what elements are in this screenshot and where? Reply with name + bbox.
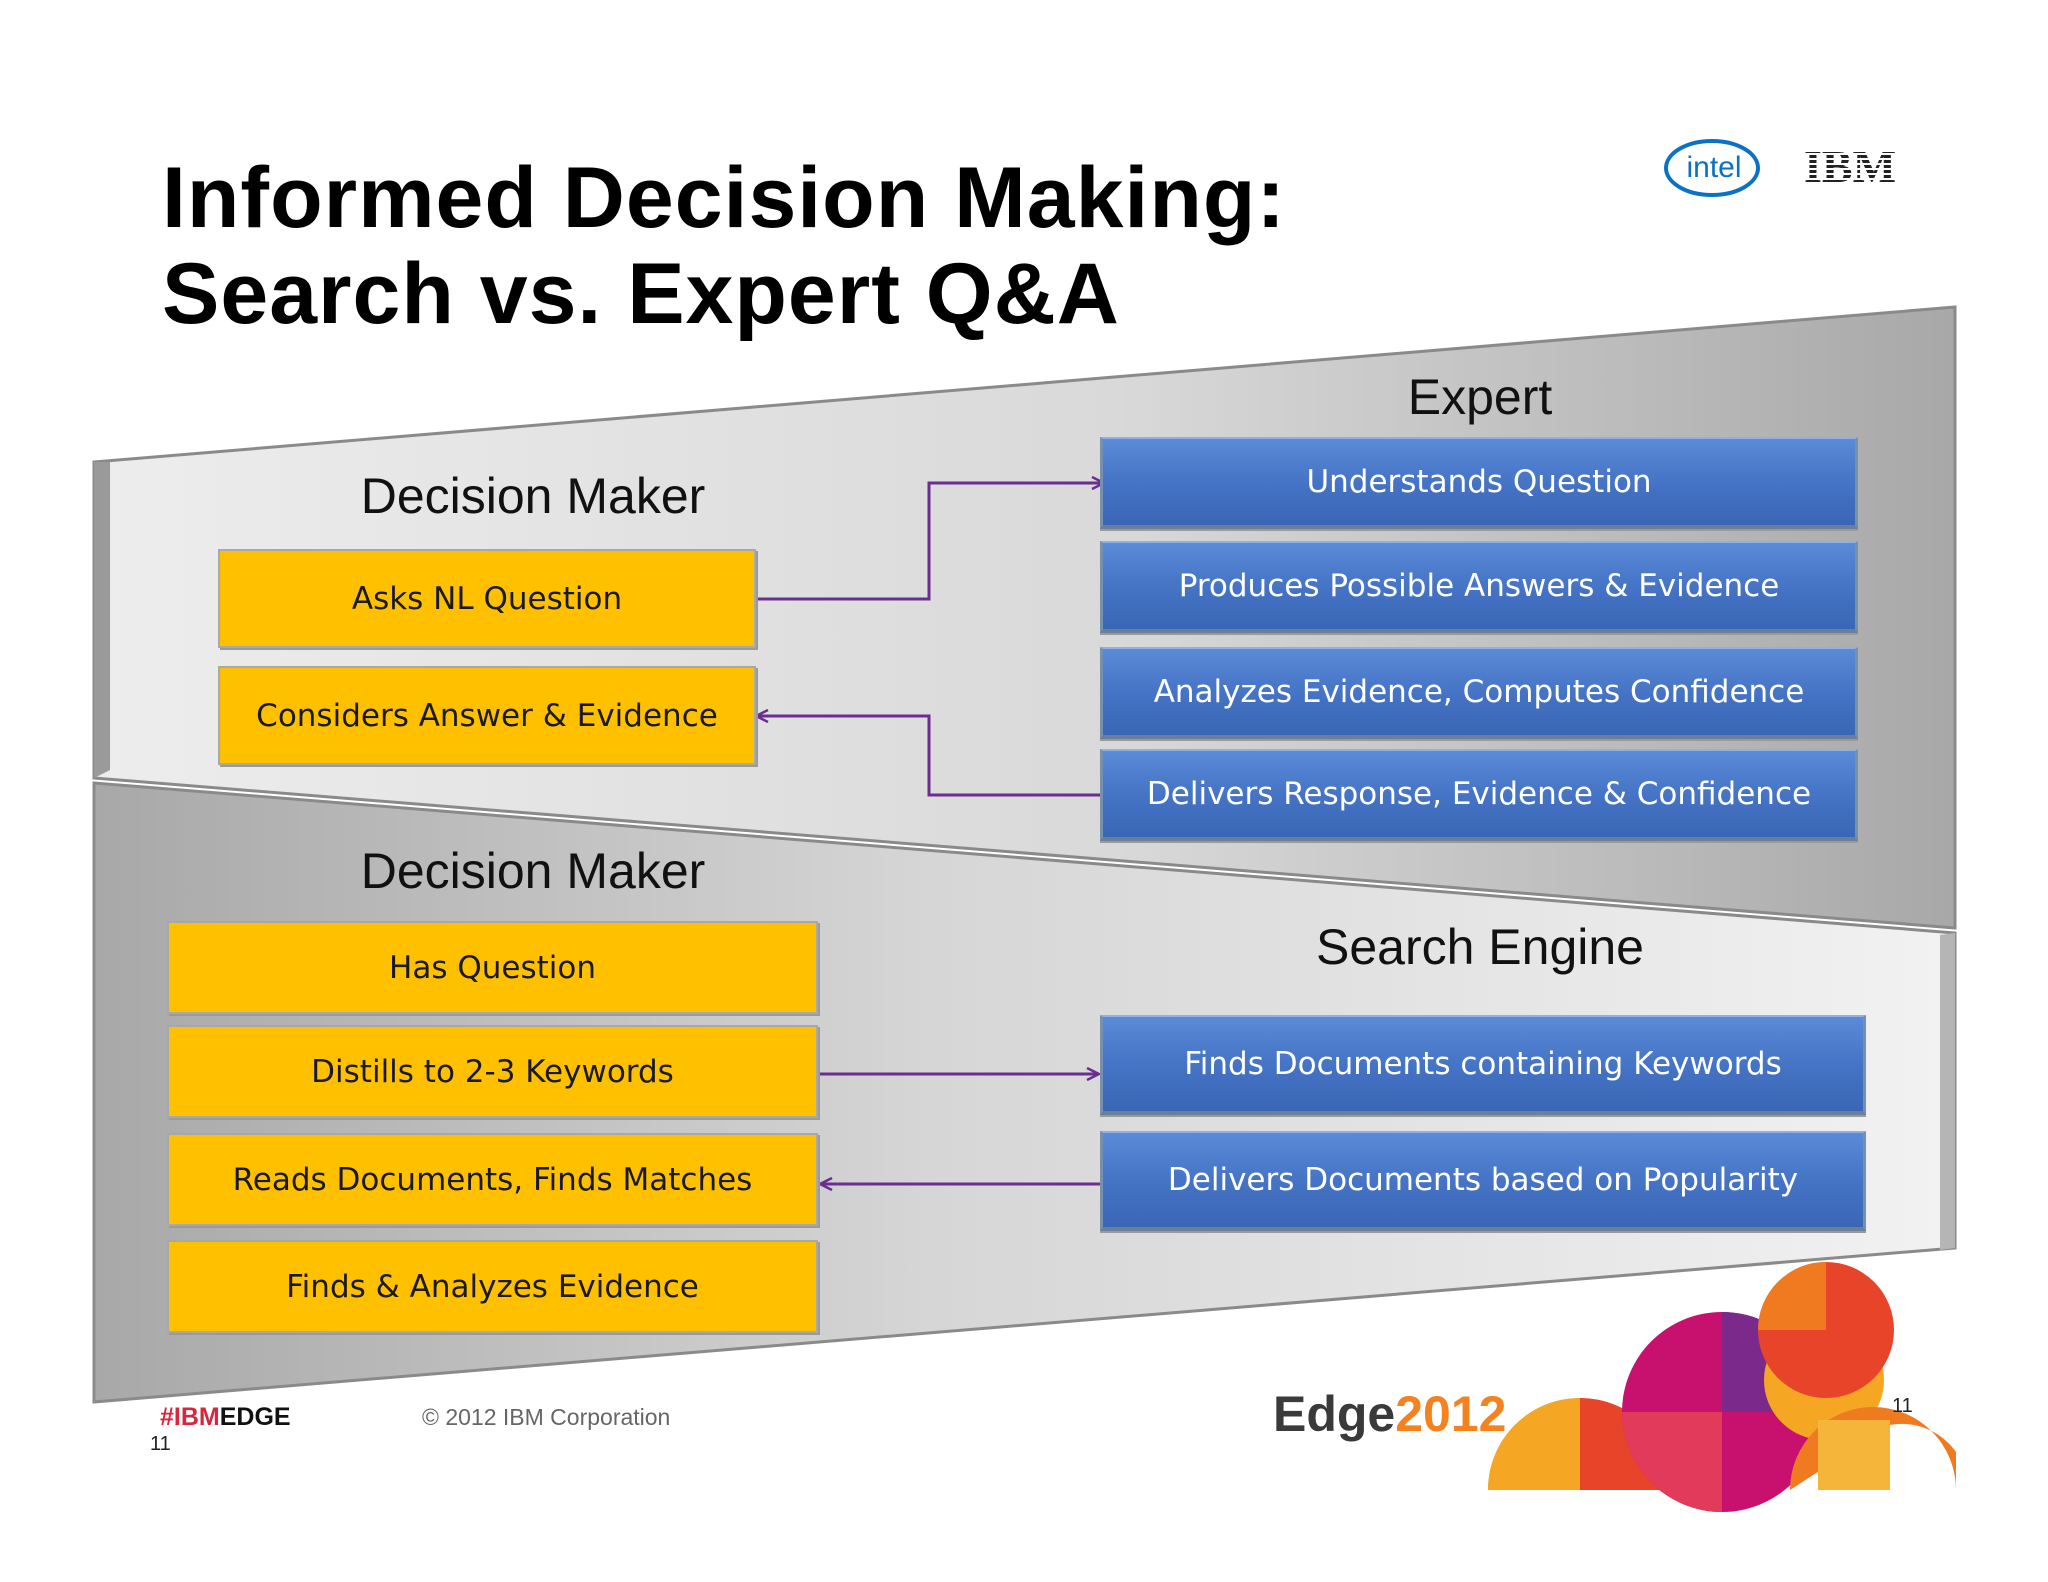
step-understands-question: Understands Question bbox=[1100, 437, 1858, 529]
expert-heading: Expert bbox=[1407, 369, 1553, 425]
step-delivers-documents: Delivers Documents based on Popularity bbox=[1100, 1131, 1866, 1231]
arrow-ask-to-understand bbox=[755, 483, 1103, 601]
step-has-question: Has Question bbox=[167, 921, 818, 1014]
step-finds-documents: Finds Documents containing Keywords bbox=[1100, 1015, 1866, 1115]
ibm-logo-text: IBM bbox=[1804, 141, 1896, 190]
step-asks-nl-question: Asks NL Question bbox=[218, 549, 756, 648]
page-number-right: 11 bbox=[1892, 1395, 1913, 1417]
title-line-1: Informed Decision Making: bbox=[162, 150, 1287, 246]
hashtag-ibmedge: #IBMEDGE bbox=[160, 1403, 291, 1431]
page-title: Informed Decision Making: Search vs. Exp… bbox=[162, 150, 1286, 342]
title-line-2: Search vs. Expert Q&A bbox=[162, 246, 1120, 342]
search-panel-edge bbox=[1940, 933, 1955, 1250]
step-distills-keywords: Distills to 2-3 Keywords bbox=[167, 1025, 818, 1118]
page-number-left: 11 bbox=[150, 1433, 171, 1455]
step-reads-documents: Reads Documents, Finds Matches bbox=[167, 1133, 818, 1226]
search-decision-maker-heading: Decision Maker bbox=[360, 843, 706, 899]
step-analyzes-evidence: Analyzes Evidence, Computes Confidence bbox=[1100, 647, 1858, 739]
ibm-logo: IBM bbox=[1804, 141, 1896, 190]
step-considers-answer: Considers Answer & Evidence bbox=[218, 666, 756, 765]
step-produces-answers: Produces Possible Answers & Evidence bbox=[1100, 541, 1858, 633]
intel-logo: intel bbox=[1664, 139, 1760, 197]
edge-burst-graphic bbox=[1488, 1262, 1956, 1512]
expert-decision-maker-heading: Decision Maker bbox=[360, 468, 706, 524]
expert-panel-edge bbox=[94, 462, 110, 778]
step-finds-evidence: Finds & Analyzes Evidence bbox=[167, 1240, 818, 1333]
arrow-deliver-to-consider bbox=[757, 716, 1105, 797]
edge2012-logo: Edge2012 bbox=[1273, 1386, 1507, 1442]
copyright: © 2012 IBM Corporation bbox=[422, 1404, 671, 1430]
search-engine-heading: Search Engine bbox=[1315, 919, 1644, 975]
step-delivers-response: Delivers Response, Evidence & Confidence bbox=[1100, 749, 1858, 841]
intel-logo-text: intel bbox=[1686, 151, 1741, 184]
